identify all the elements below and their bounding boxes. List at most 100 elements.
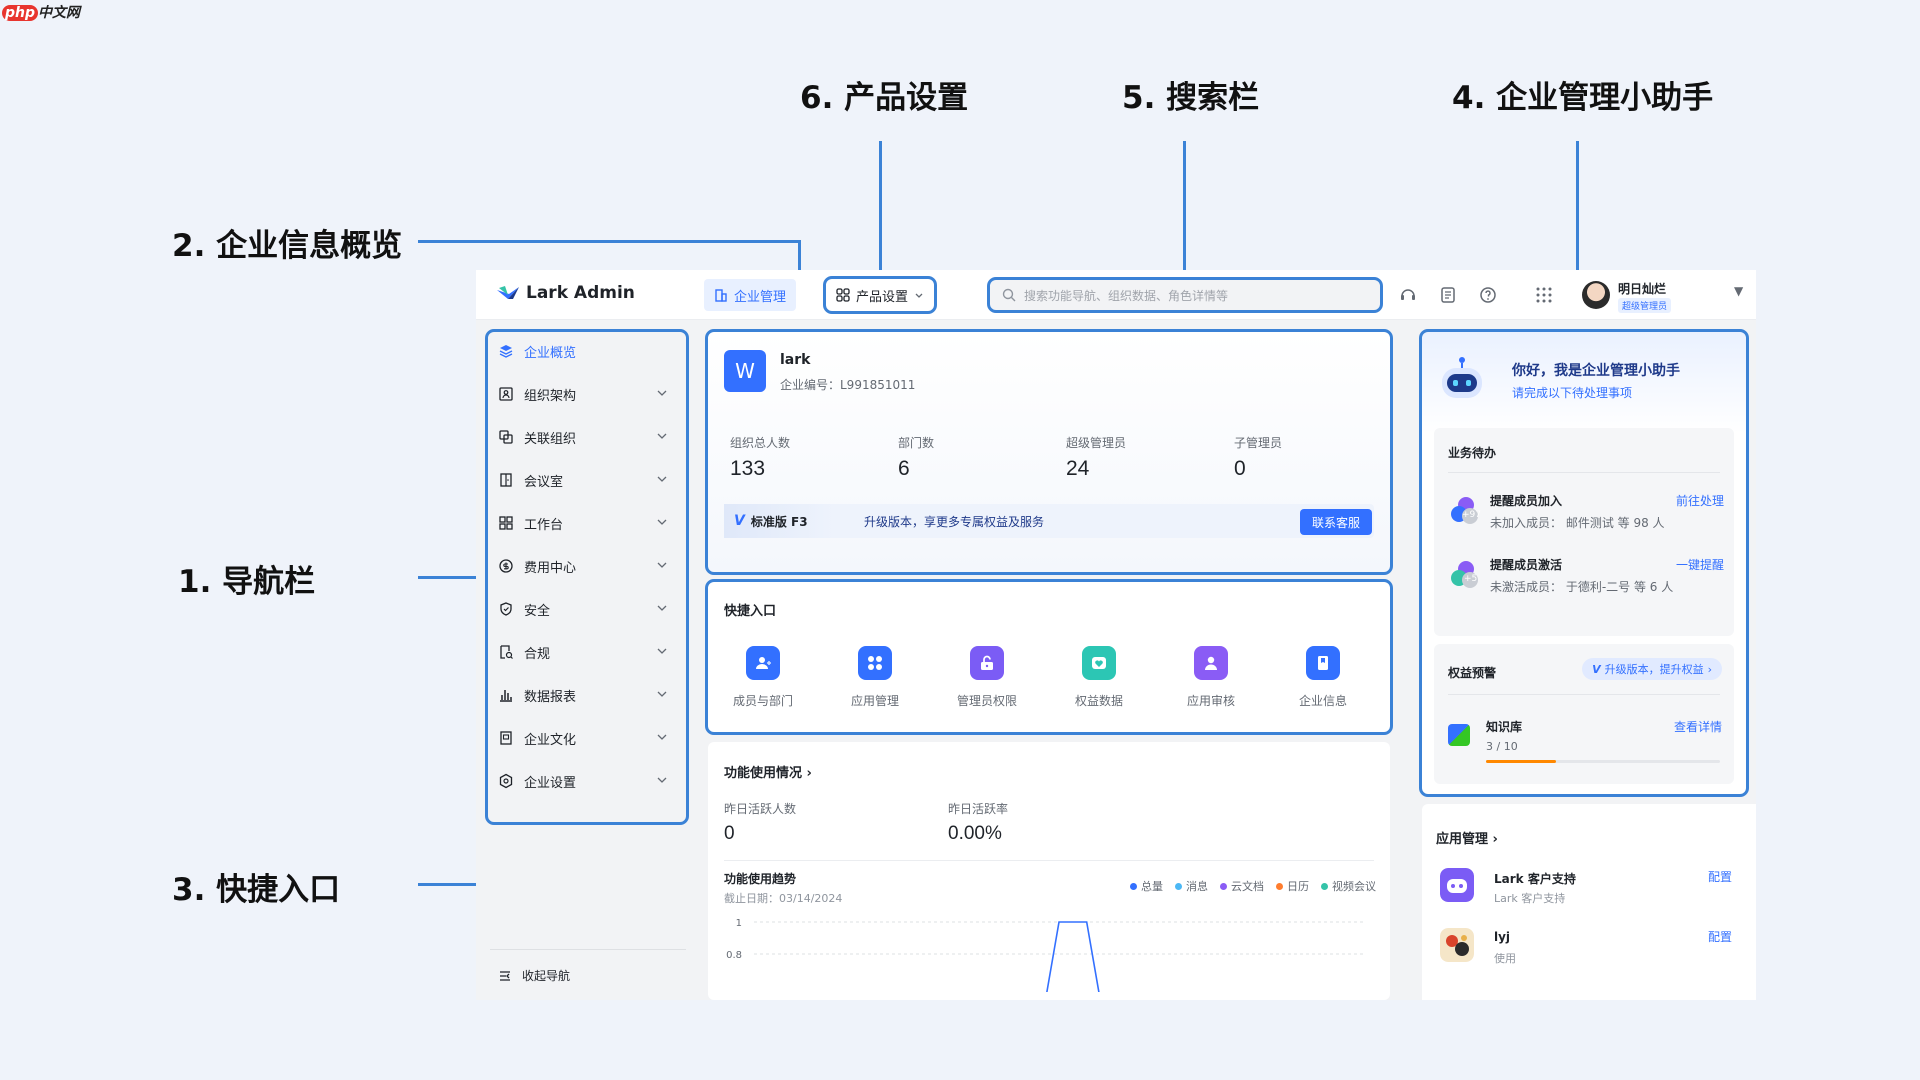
stat-value: 0 <box>724 823 735 844</box>
quick-entry-admin-permissions[interactable]: 管理员权限 <box>932 646 1042 709</box>
sidebar-item-overview[interactable]: 企业概览 <box>490 335 680 367</box>
feature-usage-title[interactable]: 功能使用情况 › <box>724 762 812 781</box>
shield-icon <box>500 602 512 616</box>
quick-entry-label: 应用管理 <box>850 694 899 708</box>
app-logo[interactable]: Lark Admin <box>496 283 635 303</box>
chevron-down-icon <box>657 433 667 439</box>
app-row-lyj: lyj 使用 配置 <box>1436 924 1746 968</box>
sidebar-item-label: 企业文化 <box>524 732 577 748</box>
lark-admin-window: Lark Admin 企业管理 产品设置 搜索功能导航、组织数据、角色详情等 明… <box>476 270 1756 1000</box>
stat-departments[interactable]: 部门数 6 <box>898 434 934 481</box>
headset-icon[interactable] <box>1398 285 1418 305</box>
rights-divider <box>1448 694 1720 695</box>
quick-entry-app-review[interactable]: 应用审核 <box>1156 646 1266 709</box>
callout-product-settings: 6. 产品设置 <box>800 80 969 116</box>
sidebar-nav <box>485 329 689 825</box>
quick-entry-apps[interactable]: 应用管理 <box>820 646 930 709</box>
collapse-nav-button[interactable]: 收起导航 <box>498 967 570 984</box>
stat-sub-admins[interactable]: 子管理员 0 <box>1234 434 1282 481</box>
assistant-greeting: 你好，我是企业管理小助手 <box>1512 363 1680 379</box>
quick-entry-rights-data[interactable]: 权益数据 <box>1044 646 1154 709</box>
legend-item-messages[interactable]: 消息 <box>1175 878 1208 894</box>
chevron-down-icon <box>657 476 667 482</box>
sidebar-item-org-structure[interactable]: 组织架构 <box>490 378 680 410</box>
door-icon <box>500 473 512 487</box>
upgrade-text: 升级版本，享更多专属权益及服务 <box>864 514 1045 529</box>
sidebar-item-label: 工作台 <box>524 517 564 533</box>
robot-app-icon <box>1440 868 1474 902</box>
sidebar-item-reports[interactable]: 数据报表 <box>490 679 680 711</box>
todo-name: 提醒成员激活 <box>1490 558 1563 572</box>
todo-desc: 未加入成员： 邮件测试 等 98 人 <box>1490 516 1665 530</box>
chevron-down-icon <box>657 691 667 697</box>
legend-dot <box>1175 883 1182 890</box>
legend-label: 视频会议 <box>1332 880 1376 893</box>
view-details-link[interactable]: 查看详情 <box>1673 720 1722 734</box>
stat-super-admins[interactable]: 超级管理员 24 <box>1066 434 1126 481</box>
help-icon[interactable] <box>1478 285 1498 305</box>
todo-desc: 未激活成员： 于德利-二号 等 6 人 <box>1490 580 1674 594</box>
search-input[interactable]: 搜索功能导航、组织数据、角色详情等 <box>987 277 1383 313</box>
legend-label: 日历 <box>1287 880 1309 893</box>
collapse-nav-label: 收起导航 <box>522 969 571 983</box>
top-bar: Lark Admin 企业管理 产品设置 搜索功能导航、组织数据、角色详情等 明… <box>476 270 1756 320</box>
legend-item-calendar[interactable]: 日历 <box>1276 878 1309 894</box>
app-subtitle: 使用 <box>1494 952 1516 965</box>
app-launcher-icon[interactable] <box>1534 285 1554 305</box>
legend-label: 消息 <box>1186 880 1208 893</box>
sidebar-item-label: 组织架构 <box>524 388 577 404</box>
sidebar-divider <box>490 949 686 950</box>
callout-quick-entry: 3. 快捷入口 <box>172 872 341 908</box>
sidebar-item-compliance[interactable]: 合规 <box>490 636 680 668</box>
enterprise-id: 企业编号：L991851011 <box>780 378 916 392</box>
sidebar-item-settings[interactable]: 企业设置 <box>490 765 680 797</box>
quick-entry-enterprise-info[interactable]: 企业信息 <box>1268 646 1378 709</box>
legend-label: 云文档 <box>1231 880 1264 893</box>
app-name: Lark 客户支持 <box>1494 872 1576 886</box>
sidebar-item-culture[interactable]: 企业文化 <box>490 722 680 754</box>
user-avatar[interactable] <box>1582 281 1610 309</box>
todo-item-invite: +97 提醒成员加入 未加入成员： 邮件测试 等 98 人 前往处理 <box>1448 490 1724 534</box>
frame-icon <box>500 731 512 745</box>
app-configure-link[interactable]: 配置 <box>1707 870 1732 884</box>
series-line-total <box>1046 921 1100 992</box>
legend-item-video[interactable]: 视频会议 <box>1321 878 1376 894</box>
heart-icon <box>1082 646 1116 680</box>
enterprise-overview-card: W lark 企业编号：L991851011 组织总人数 133 部门数 6 超… <box>705 329 1393 575</box>
product-settings-dropdown[interactable]: 产品设置 <box>822 276 938 314</box>
user-menu-caret-icon[interactable]: ▼ <box>1734 284 1744 298</box>
upgrade-rights-button[interactable]: V 升级版本，提升权益 › <box>1582 658 1722 680</box>
app-configure-link[interactable]: 配置 <box>1707 930 1732 944</box>
gear-icon <box>499 773 513 789</box>
app-management-title[interactable]: 应用管理 › <box>1436 828 1498 847</box>
member-stack-icon <box>1451 497 1478 524</box>
enterprise-management-tab[interactable]: 企业管理 <box>704 279 797 311</box>
todo-remind-link[interactable]: 一键提醒 <box>1675 558 1724 572</box>
callout-nav: 1. 导航栏 <box>178 564 316 600</box>
notes-icon[interactable] <box>1438 285 1458 305</box>
feature-usage-title-text: 功能使用情况 <box>724 766 803 781</box>
app-name: lyj <box>1494 930 1511 944</box>
watermark-php: php <box>2 5 39 21</box>
sidebar-item-workbench[interactable]: 工作台 <box>490 507 680 539</box>
trend-title: 功能使用趋势 <box>724 872 797 886</box>
member-icon <box>746 646 780 680</box>
sidebar-item-linked-org[interactable]: 关联组织 <box>490 421 680 453</box>
sidebar-item-meeting-room[interactable]: 会议室 <box>490 464 680 496</box>
sidebar-item-security[interactable]: 安全 <box>490 593 680 625</box>
quick-entry-title: 快捷入口 <box>724 604 777 619</box>
stat-total-members[interactable]: 组织总人数 133 <box>730 434 790 481</box>
legend-item-total[interactable]: 总量 <box>1130 878 1163 894</box>
quick-entry-members[interactable]: 成员与部门 <box>708 646 818 709</box>
quick-entry-label: 管理员权限 <box>956 694 1017 708</box>
sidebar-item-billing[interactable]: 费用中心 <box>490 550 680 582</box>
layers-icon <box>499 345 513 358</box>
legend-item-docs[interactable]: 云文档 <box>1220 878 1264 894</box>
plan-v-icon: V <box>1592 662 1601 676</box>
legend-dot <box>1276 883 1283 890</box>
contact-support-button[interactable]: 联系客服 <box>1299 509 1372 535</box>
upgrade-banner: V 标准版 F3 升级版本，享更多专属权益及服务 联系客服 <box>724 504 1374 538</box>
rights-warning-panel: 权益预警 V 升级版本，提升权益 › 知识库 3 / 10 查看详情 <box>1434 644 1734 784</box>
todo-go-handle-link[interactable]: 前往处理 <box>1675 494 1724 508</box>
